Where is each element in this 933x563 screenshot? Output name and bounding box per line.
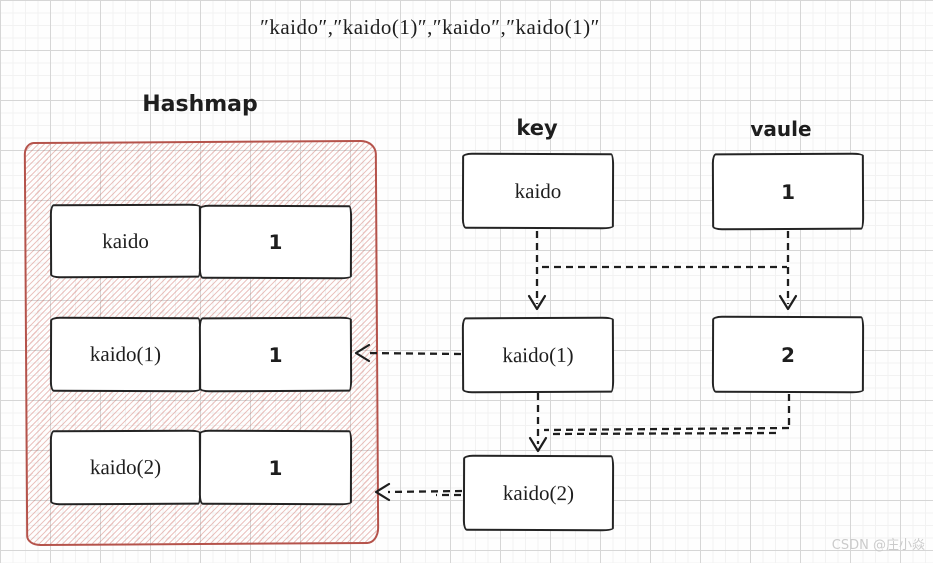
value-column-label: vaule xyxy=(750,117,812,141)
value2-branch-line-a xyxy=(543,426,790,432)
value-node-2: 2 xyxy=(711,315,865,394)
kaido1-to-hashmap-line xyxy=(365,351,462,356)
page-title: ″kaido″,″kaido(1)″,″kaido″,″kaido(1)″ xyxy=(260,15,600,39)
hashmap-value-cell-2: 1 xyxy=(198,429,353,506)
kaido1-drop-arrowhead-icon xyxy=(528,436,548,453)
hashmap-key-cell-1: kaido(1) xyxy=(49,316,202,393)
value1-drop-arrowhead-icon xyxy=(778,294,798,311)
key-node-kaido2: kaido(2) xyxy=(462,454,615,532)
value2-branch-line-b xyxy=(550,431,777,436)
hashmap-key-cell-0: kaido xyxy=(49,203,202,279)
hashmap-value-cell-1: 1 xyxy=(198,316,353,393)
hashmap-key-cell-2: kaido(2) xyxy=(49,429,202,506)
hashmap-value-cell-0: 1 xyxy=(198,204,353,280)
key-node-kaido1: kaido(1) xyxy=(461,316,615,394)
hashmap-label: Hashmap xyxy=(142,92,258,117)
csdn-watermark: CSDN @庄小焱 xyxy=(831,538,925,553)
key-column-label: key xyxy=(516,116,558,140)
kaido2-to-hashmap-line xyxy=(387,489,463,494)
kaido-drop-arrowhead-icon xyxy=(527,294,547,311)
key-node-kaido: kaido xyxy=(461,152,615,230)
value-node-1: 1 xyxy=(711,152,865,231)
